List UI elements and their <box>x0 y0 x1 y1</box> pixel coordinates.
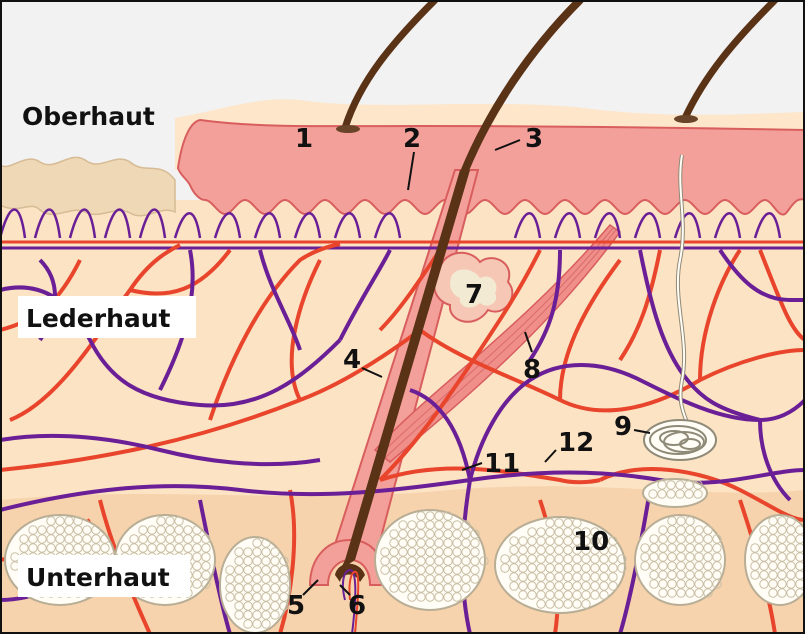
number-label-1: 1 <box>295 124 313 154</box>
number-label-3: 3 <box>525 124 543 154</box>
number-label-5: 5 <box>287 591 305 621</box>
number-label-9: 9 <box>614 412 632 442</box>
number-label-10: 10 <box>573 527 609 557</box>
pore-left <box>336 125 360 133</box>
number-label-11: 11 <box>484 449 520 479</box>
label-unterhaut: Unterhaut <box>26 563 170 592</box>
number-label-2: 2 <box>403 124 421 154</box>
pore-right <box>674 115 698 123</box>
label-oberhaut: Oberhaut <box>22 102 155 131</box>
epidermis-pink <box>178 120 805 215</box>
number-label-12: 12 <box>558 428 594 458</box>
number-label-6: 6 <box>348 591 366 621</box>
number-label-4: 4 <box>343 345 361 375</box>
label-lederhaut: Lederhaut <box>26 304 171 333</box>
sweat-gland-coil <box>644 420 716 460</box>
number-label-7: 7 <box>465 280 483 310</box>
number-label-8: 8 <box>523 355 541 385</box>
